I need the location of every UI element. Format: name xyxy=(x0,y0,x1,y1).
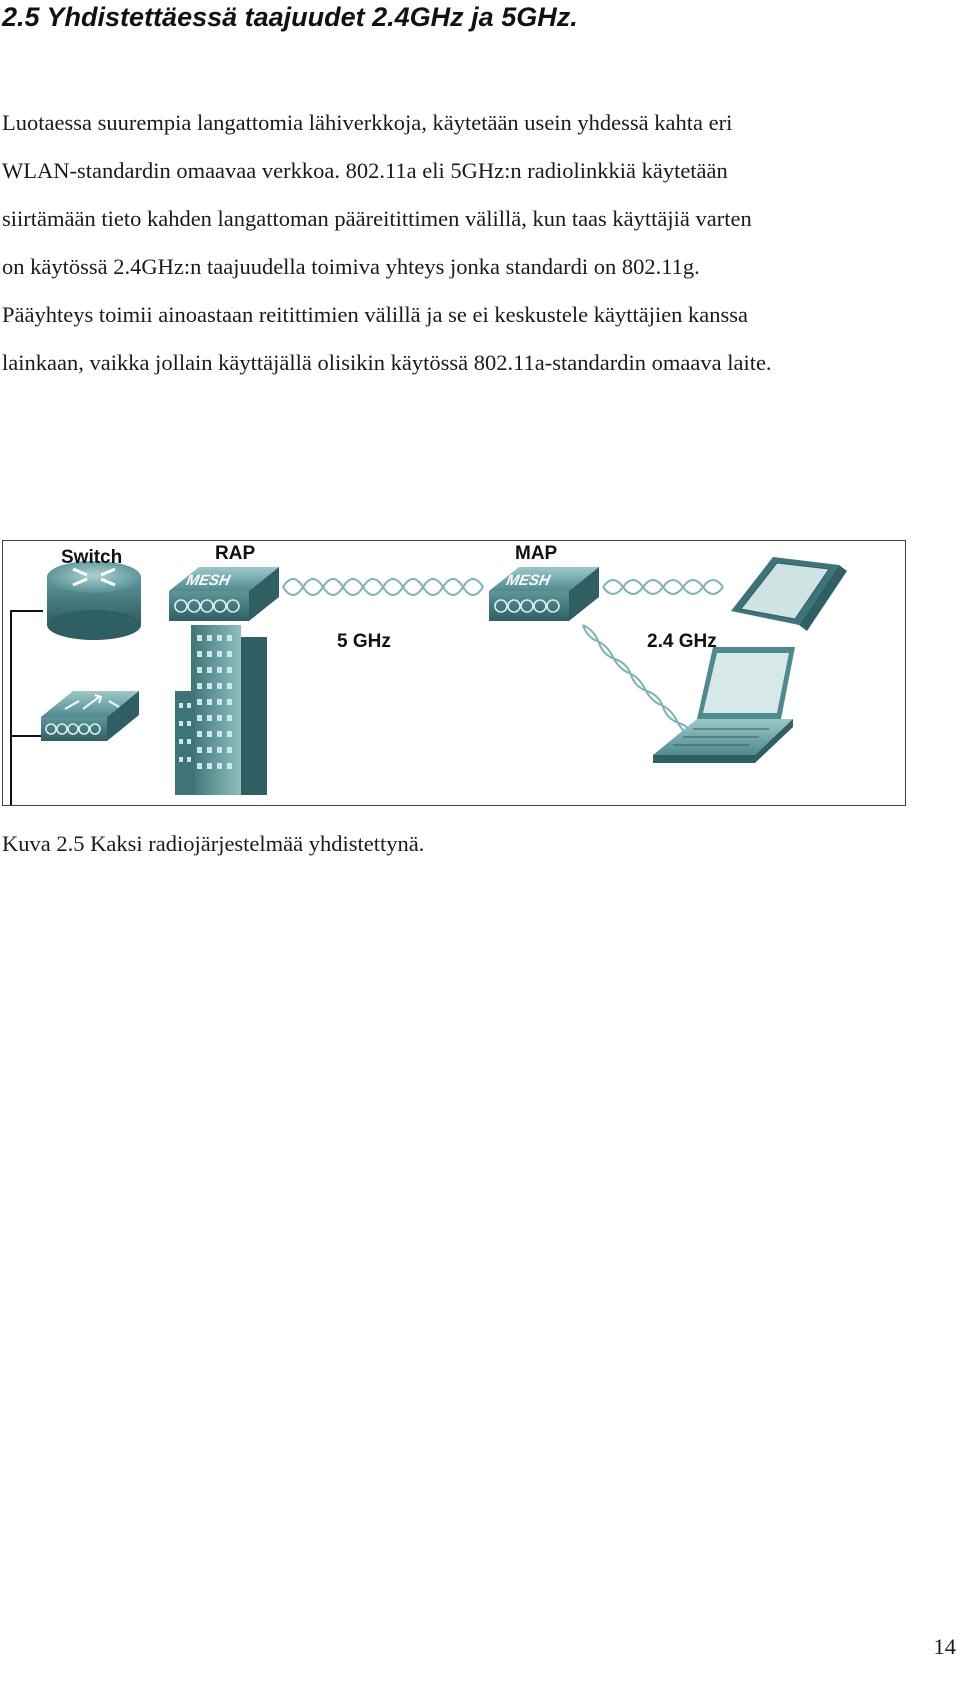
map-label: MAP xyxy=(515,543,558,564)
link-5ghz-label: 5 GHz xyxy=(337,631,391,652)
ethernet-cable xyxy=(10,610,43,805)
tablet-icon xyxy=(731,557,847,631)
network-diagram-figure: Switch xyxy=(2,540,906,806)
paragraph-line: lainkaan, vaikka jollain käyttäjällä oli… xyxy=(2,350,772,375)
paragraph-line: Pääyhteys toimii ainoastaan reitittimien… xyxy=(2,302,749,327)
body-paragraph: Luotaessa suurempia langattomia lähiverk… xyxy=(2,99,960,387)
building-icon xyxy=(175,625,267,795)
rap-label: RAP xyxy=(215,543,255,564)
laptop-icon xyxy=(653,647,795,763)
page-number: 14 xyxy=(933,1634,957,1659)
wireless-link-tablet xyxy=(602,579,724,595)
link-24ghz-label: 2.4 GHz xyxy=(647,631,717,652)
switch-label: Switch xyxy=(61,547,122,568)
paragraph-line: WLAN-standardin omaavaa verkkoa. 802.11a… xyxy=(2,158,728,183)
router-icon xyxy=(41,691,139,741)
map-mesh-router-icon xyxy=(489,567,599,621)
rap-mesh-router-icon xyxy=(169,567,279,621)
switch-icon xyxy=(47,561,141,640)
network-diagram: Switch xyxy=(10,543,847,805)
rap-device-text: MESH xyxy=(185,572,233,589)
paragraph-line: Luotaessa suurempia langattomia lähiverk… xyxy=(2,110,733,135)
map-device-text: MESH xyxy=(505,572,553,589)
wireless-link-laptop xyxy=(582,624,696,740)
section-heading: 2.5 Yhdistettäessä taajuudet 2.4GHz ja 5… xyxy=(2,2,578,32)
paragraph-line: on käytössä 2.4GHz:n taajuudella toimiva… xyxy=(2,254,700,279)
paragraph-line: siirtämään tieto kahden langattoman päär… xyxy=(2,206,752,231)
figure-caption: Kuva 2.5 Kaksi radiojärjestelmää yhdiste… xyxy=(2,831,425,856)
wireless-link-5ghz xyxy=(282,578,484,596)
